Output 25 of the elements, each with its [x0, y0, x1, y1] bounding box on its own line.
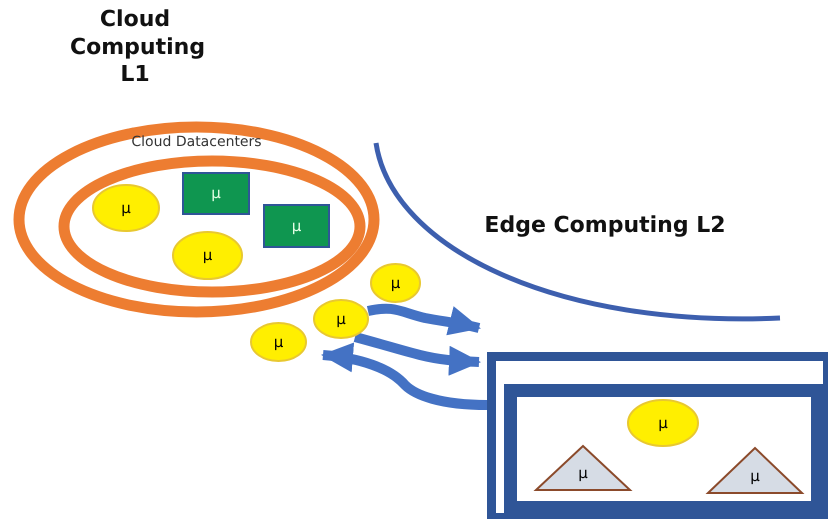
microservice-label: μ — [578, 466, 588, 481]
microservice-label: μ — [274, 334, 284, 350]
inner-ring — [58, 155, 366, 298]
microservice-label: μ — [750, 469, 760, 484]
microservice-circle — [172, 231, 243, 280]
microservice-circle — [370, 263, 421, 303]
microservice-circle — [627, 399, 699, 447]
microservice-square — [263, 204, 330, 248]
microservice-label: μ — [336, 312, 346, 326]
edge-device-frame — [487, 352, 828, 519]
microservice-circle — [92, 184, 160, 232]
microservice-square — [182, 172, 250, 215]
microservice-label: μ — [658, 416, 668, 430]
microservice-triangle — [535, 445, 631, 491]
microservice-label: μ — [390, 276, 400, 290]
microservice-label: μ — [121, 200, 131, 216]
microservice-circle — [250, 322, 307, 362]
microservice-label: μ — [202, 248, 212, 263]
layer-title: Edge Computing L2 — [483, 212, 727, 240]
microservice-triangle — [707, 447, 803, 494]
microservice-label: μ — [292, 218, 302, 234]
arrow — [321, 343, 488, 410]
microservice-label: μ — [211, 186, 221, 201]
group-label: Cloud Datacenters — [131, 135, 262, 149]
microservice-circle — [313, 299, 369, 339]
